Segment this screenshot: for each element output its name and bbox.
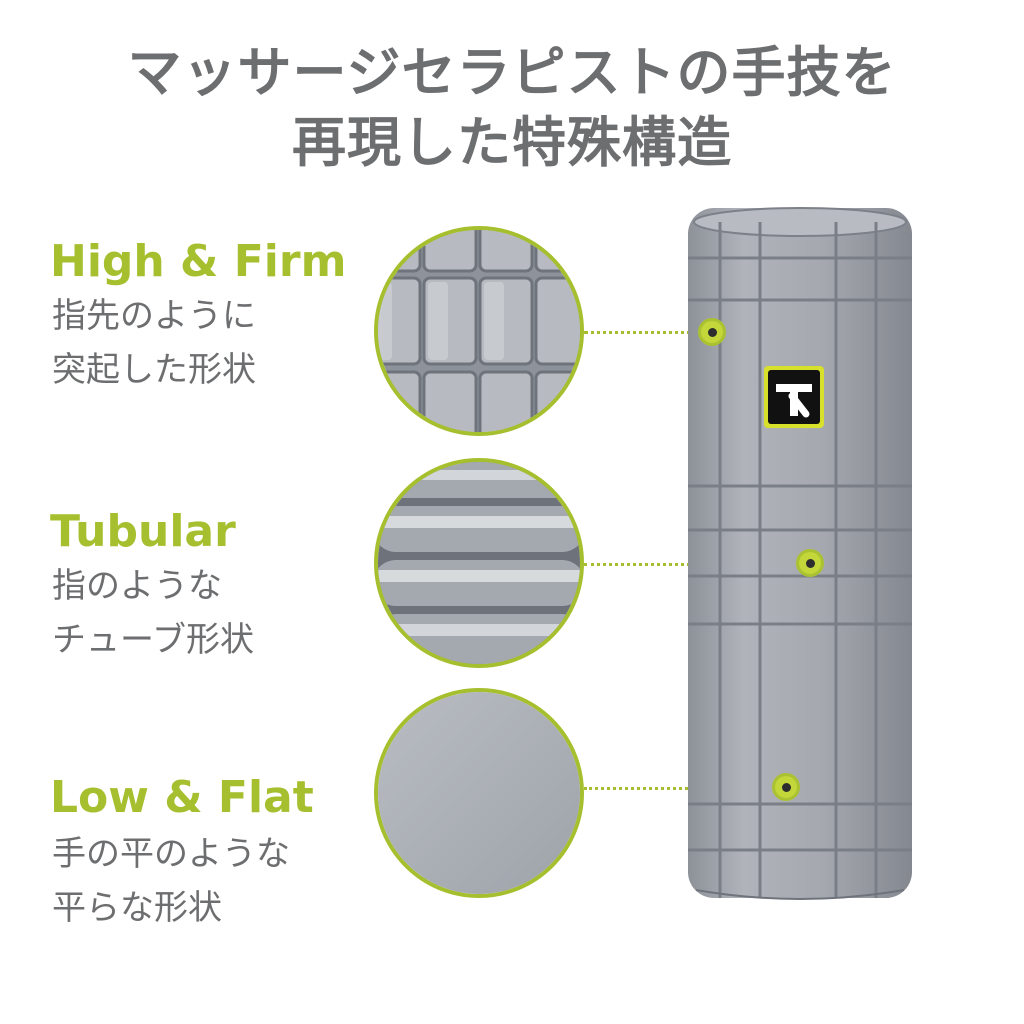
trigger-point-logo-icon xyxy=(764,366,824,428)
marker-dot-tubular xyxy=(796,549,824,577)
feature-desc-low-flat-1: 手の平のような xyxy=(52,834,290,874)
feature-title-high-firm: High & Firm xyxy=(50,236,347,287)
feature-title-tubular: Tubular xyxy=(50,506,236,557)
headline-line-1: マッサージセラピストの手技を xyxy=(127,41,897,104)
feature-title-low-flat: Low & Flat xyxy=(50,772,314,823)
marker-dot-high-firm xyxy=(698,318,726,346)
feature-desc-high-firm-1: 指先のように xyxy=(52,296,256,336)
feature-desc-high-firm-2: 突起した形状 xyxy=(52,350,256,390)
feature-desc-tubular-2: チューブ形状 xyxy=(52,620,254,660)
texture-circle-low-flat xyxy=(374,688,584,898)
headline-line-2: 再現した特殊構造 xyxy=(292,111,732,174)
texture-circle-tubular xyxy=(374,458,584,668)
texture-circle-high-firm xyxy=(374,226,584,436)
feature-desc-low-flat-2: 平らな形状 xyxy=(52,888,222,928)
connector-line-low-flat xyxy=(584,787,772,790)
connector-line-high-firm xyxy=(584,331,710,334)
marker-dot-low-flat xyxy=(772,773,800,801)
feature-desc-tubular-1: 指のような xyxy=(52,566,222,606)
